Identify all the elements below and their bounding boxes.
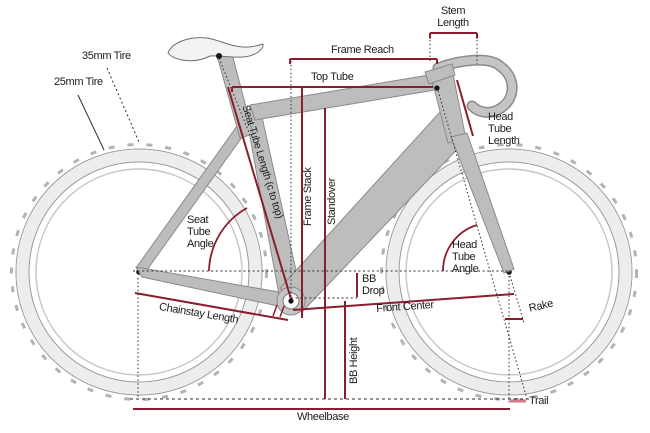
rear-tire-outer [15,148,263,396]
saddle-clamp-dot [216,53,222,59]
top-tube-line [231,86,433,92]
head-tube-angle-arc [442,224,478,272]
stem-shape [424,63,456,85]
label-standover: Standover [326,178,338,225]
head-tube-top-dot [434,85,440,91]
label-wheelbase: Wheelbase [297,411,349,423]
label-bb-drop: BB Drop [362,273,385,297]
head-tube-length-line [456,79,474,137]
label-frame-reach: Frame Reach [331,44,394,56]
label-stem-length: Stem Length [437,5,469,29]
label-frame-stack: Frame Stack [302,167,314,227]
label-35mm-tire: 35mm Tire [82,50,131,62]
saddle-shape [167,37,264,62]
tire35-leader-dotted [106,67,140,143]
chainstay-length-line [134,292,289,321]
front-tire-35mm-outline [380,143,638,401]
reference-dots [216,53,440,304]
label-seat-tube-angle: Seat Tube Angle [187,214,214,250]
frame-reach-line [289,58,438,64]
rear-tire-inner [28,161,250,383]
label-head-tube-angle: Head Tube Angle [452,239,479,275]
measurement-lines [133,32,523,410]
fork-shape [450,132,515,274]
front-tire-outer [385,148,633,396]
rear-tire-35mm-outline [10,143,268,401]
label-bb-height: BB Height [348,337,360,384]
label-trail: Trail [529,395,549,407]
front-tire-body [386,149,632,395]
seat-tube-angle-arc [208,207,248,272]
chainstay-break-marks [272,304,285,318]
fork-offset-axis-dotted [508,271,525,324]
tire25-leader-line [77,94,105,151]
label-25mm-tire: 25mm Tire [54,76,103,88]
seat-tube-length-line [227,86,292,300]
bb-center-dot [288,298,294,304]
rear-rim [35,168,243,376]
rear-tire-body [16,149,262,395]
label-top-tube: Top Tube [311,71,354,83]
handlebar-fill [434,56,517,117]
stem-length-line [429,32,478,39]
label-head-tube-length: Head Tube Length [488,111,520,147]
front-center-line [292,293,515,311]
rear-wheel [10,143,268,401]
